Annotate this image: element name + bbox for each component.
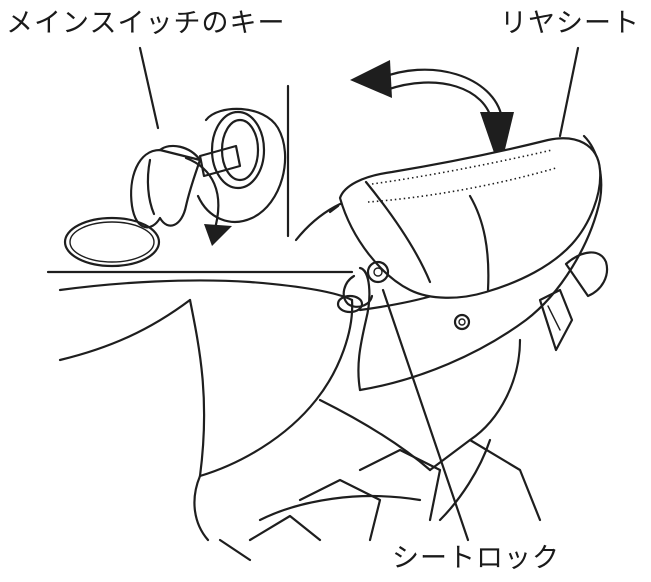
key-head-icon xyxy=(130,148,202,229)
frame-tubes xyxy=(218,338,542,562)
leader-lines xyxy=(138,46,580,542)
fuel-tank xyxy=(58,279,354,542)
inset-key-detail xyxy=(63,107,287,268)
key-blade xyxy=(198,144,242,178)
lock-cylinder-icon xyxy=(366,260,390,284)
turn-signal xyxy=(538,251,609,352)
main-switch-key-label: メインスイッチのキー xyxy=(6,8,286,39)
curved-arrow-icon xyxy=(350,60,392,98)
key-in-lock-icon xyxy=(342,274,374,308)
rear-seat-label: リヤシート xyxy=(500,8,640,39)
curved-arrow-icon xyxy=(480,112,514,170)
seat-lock-label: シートロック xyxy=(392,543,560,574)
seat-leader-line xyxy=(558,46,580,138)
ignition-bezel xyxy=(196,107,287,223)
seat-lock xyxy=(336,260,390,314)
seat-lift-arrow xyxy=(350,60,514,170)
key-rotation-arrow xyxy=(184,156,220,234)
inset-frame xyxy=(46,84,354,274)
curved-arrow-icon xyxy=(204,224,232,246)
rear-seat xyxy=(338,137,602,299)
key-ring-icon xyxy=(63,216,161,268)
lock-leader-line xyxy=(381,288,470,542)
key-leader-line xyxy=(138,46,160,130)
